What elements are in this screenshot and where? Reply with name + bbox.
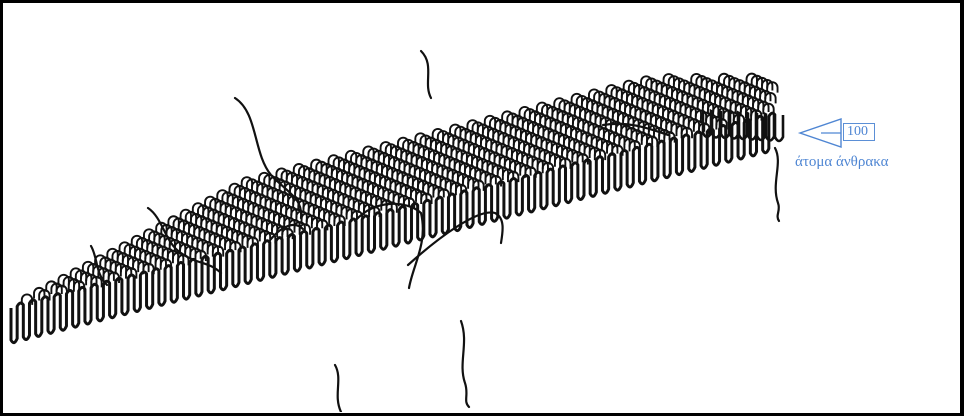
annotation-value: 100 [843,123,875,141]
carbon-loop-lattice [22,74,778,305]
fiber-9 [461,321,469,407]
callout-arrow-icon [800,119,841,147]
annotation-caption: άτομα άνθρακα [795,153,889,171]
graphene-sheet-illustration [3,3,960,412]
fiber-10 [335,365,341,412]
fiber-8 [775,148,779,221]
fiber-2 [421,51,431,98]
